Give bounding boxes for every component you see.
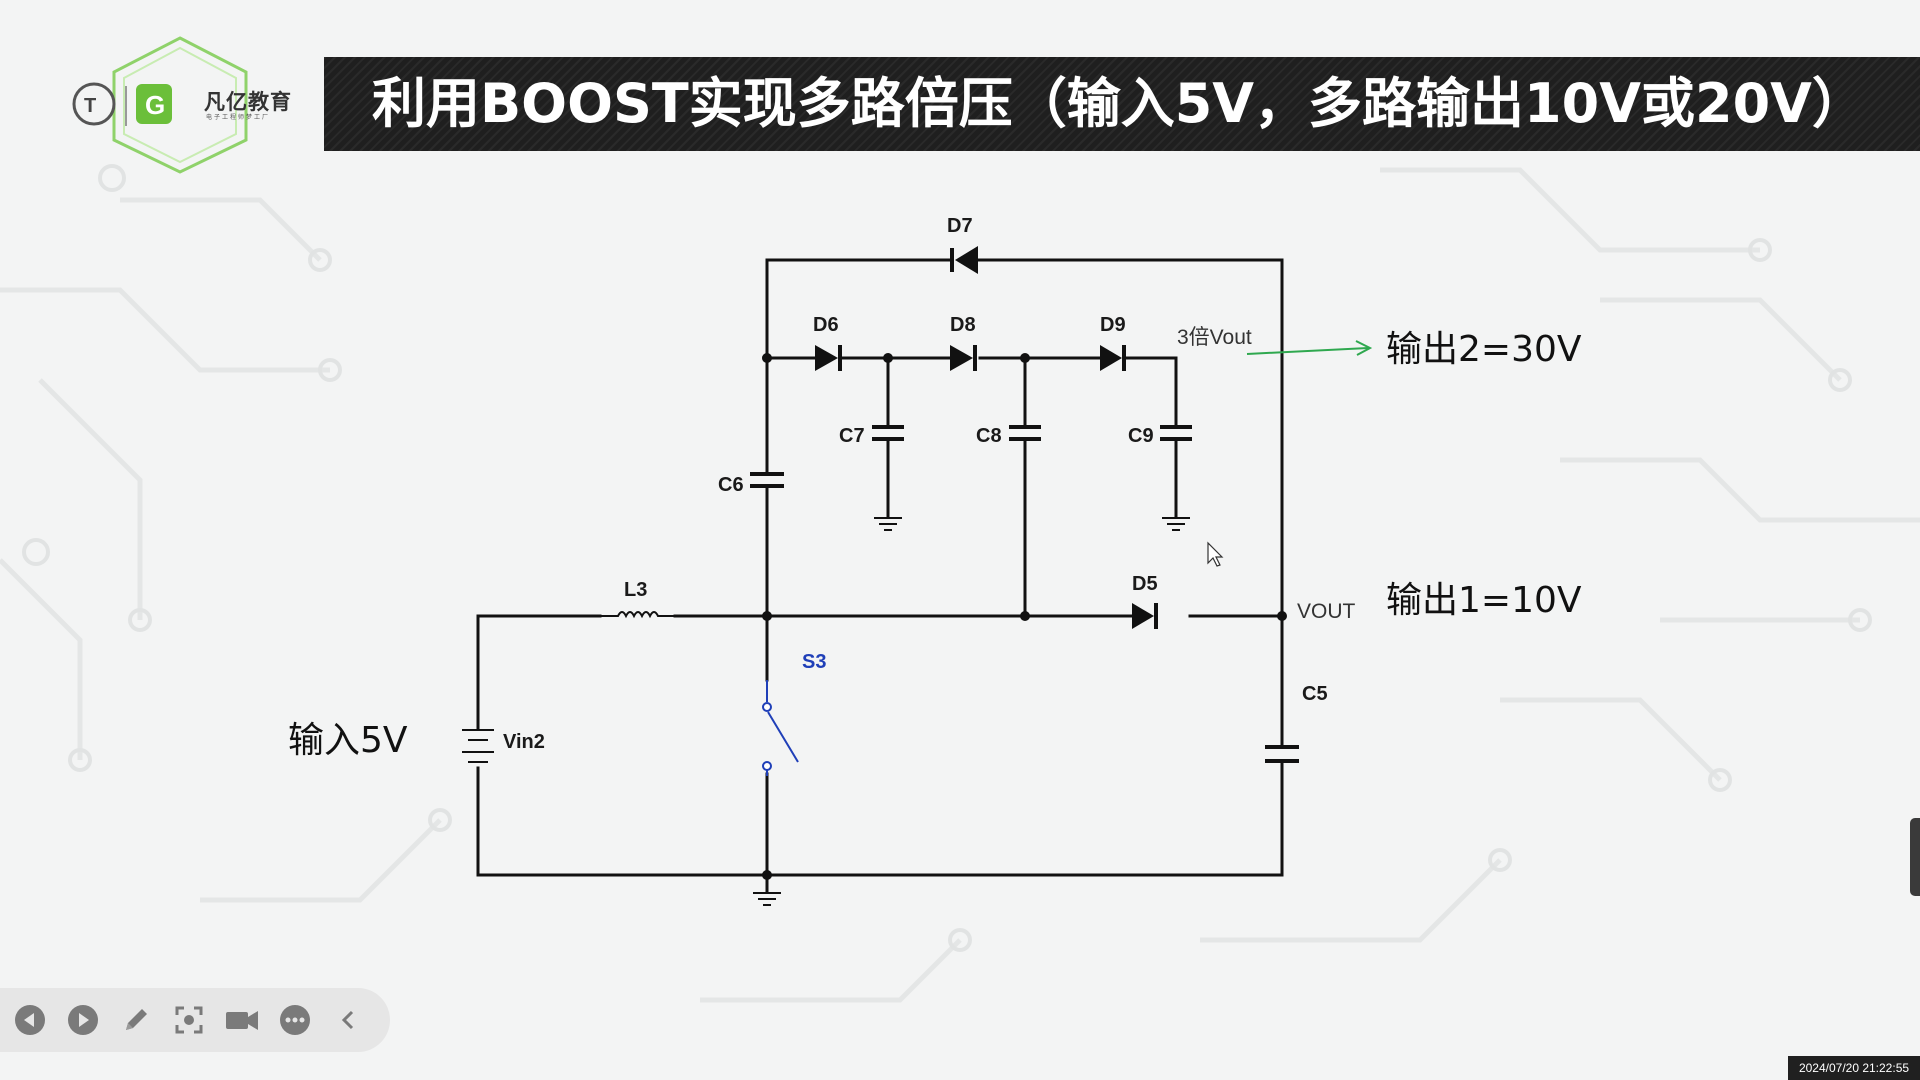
label-d5: D5 (1132, 573, 1158, 595)
label-vout: VOUT (1297, 600, 1356, 623)
battery-vin2-symbol (462, 729, 494, 763)
output2-annotation: 输出2=30V (1386, 329, 1582, 370)
diode-d8-symbol (950, 345, 977, 371)
label-c9: C9 (1128, 425, 1154, 447)
label-d7: D7 (947, 215, 973, 237)
inductor-l3-symbol (600, 611, 675, 619)
svg-text:T: T (84, 95, 96, 117)
output2-arrow (1246, 340, 1373, 356)
screenshot-icon[interactable] (171, 1003, 206, 1038)
side-panel-handle[interactable] (1910, 818, 1920, 896)
diode-d6-symbol (815, 345, 842, 371)
next-slide-icon[interactable] (65, 1003, 100, 1038)
output1-annotation: 输出1=10V (1386, 580, 1582, 621)
svg-text:G: G (145, 90, 165, 120)
ground-c7-icon (874, 517, 902, 531)
label-c6: C6 (718, 474, 744, 496)
title-bar: 利用BOOST实现多路倍压（输入5V，多路输出10V或20V） (324, 57, 1920, 151)
switch-s3-symbol (762, 680, 799, 776)
brand-logo: T G (68, 34, 298, 174)
ground-main-icon (753, 892, 781, 906)
label-d9: D9 (1100, 314, 1126, 336)
label-s3: S3 (802, 651, 826, 673)
diode-d7-symbol (922, 246, 1010, 274)
label-3x-vout: 3倍Vout (1177, 326, 1252, 349)
collapse-icon[interactable] (330, 1003, 365, 1038)
mouse-cursor-icon (1207, 541, 1224, 567)
label-c8: C8 (976, 425, 1002, 447)
logo-hexagon-icon: T G (72, 36, 248, 174)
input-annotation: 输入5V (288, 720, 408, 761)
label-d6: D6 (813, 314, 839, 336)
slide-toolbar (0, 988, 390, 1052)
label-c5: C5 (1302, 683, 1328, 705)
logo-text: 凡亿教育 (204, 90, 292, 114)
diode-d9-symbol (1100, 345, 1126, 371)
camera-icon[interactable] (224, 1003, 259, 1038)
ground-c9-icon (1162, 517, 1190, 531)
label-c7: C7 (839, 425, 865, 447)
timestamp: 2024/07/20 21:22:55 (1788, 1056, 1920, 1080)
label-l3: L3 (624, 579, 647, 601)
label-vin2: Vin2 (503, 731, 545, 753)
logo-tagline: 电子工程师梦工厂 (206, 114, 271, 121)
diode-d5-symbol (1100, 603, 1158, 629)
pen-icon[interactable] (118, 1003, 153, 1038)
previous-slide-icon[interactable] (12, 1003, 47, 1038)
more-icon[interactable] (277, 1003, 312, 1038)
label-d8: D8 (950, 314, 976, 336)
slide-title: 利用BOOST实现多路倍压（输入5V，多路输出10V或20V） (372, 72, 1866, 135)
